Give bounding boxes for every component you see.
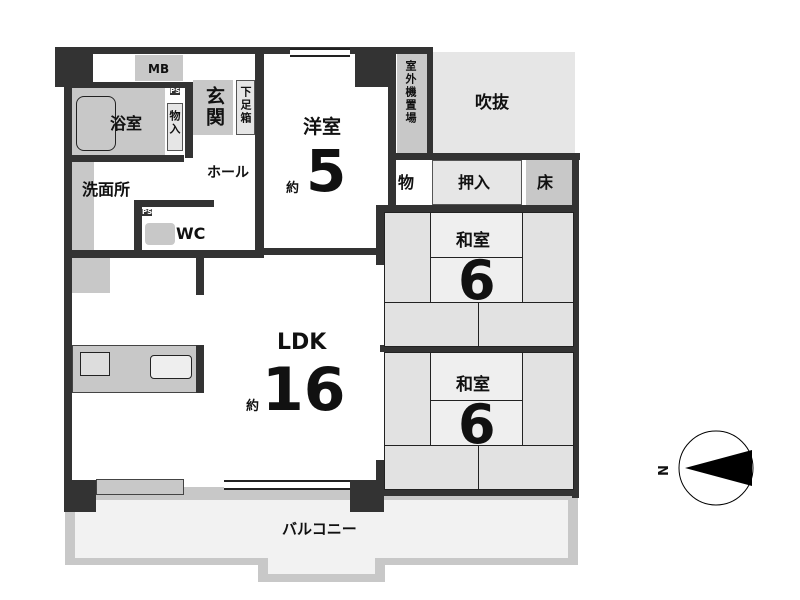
stove [80,352,110,376]
wall [64,155,184,162]
wall [55,47,93,87]
mb-room [135,55,183,81]
tatami [478,445,574,490]
wc-label: WC [176,224,206,243]
window [224,480,350,490]
wall [196,255,204,295]
closet [432,160,522,205]
wall [196,345,204,393]
hall-label: ホール [207,165,249,181]
ldk-size: 16 [262,355,346,425]
western-room-size-prefix: 約 [286,181,300,196]
shoe-box [236,80,255,135]
sink [150,355,192,379]
western-room-size: 5 [306,137,347,205]
wall [185,82,193,158]
wall [388,47,396,207]
wall [376,205,384,265]
tatami [478,302,574,347]
balcony-label: バルコニー [282,520,357,538]
north-label: N [653,465,669,476]
wall [395,153,580,160]
wall [380,488,579,496]
void-label: 吹抜 [475,93,509,113]
alcove-label: 床 [537,173,554,192]
tatami [430,400,524,447]
tatami [384,212,432,304]
tatami [522,352,574,447]
bathtub [76,96,116,151]
storage-label: 物 [398,173,415,192]
wall [376,460,384,490]
tatami [384,445,480,490]
wall [64,82,194,88]
tatami [384,352,432,447]
outdoor-unit-area [397,54,427,153]
window [290,48,350,57]
japanese-room-1-label: 和室 [456,231,490,251]
shoe-box-label: 下足箱 [239,86,252,125]
compass-arrow-icon [678,430,754,506]
wall [64,82,72,487]
closet-label: 押入 [458,173,491,192]
wall [380,345,579,352]
alcove [526,160,572,205]
japanese-room-2-label: 和室 [456,375,490,395]
balcony-floor [75,500,568,558]
wall [255,47,264,257]
ldk-size-prefix: 約 [246,399,260,414]
wall [376,205,579,212]
tatami [384,302,480,347]
mb-label: MB [148,62,170,76]
wall [134,200,142,255]
japanese-room-2-size: 6 [458,393,496,456]
wall [64,250,264,258]
japanese-room-1-size: 6 [458,249,496,312]
void-area [432,52,575,155]
wall [64,480,96,512]
entrance-label: 玄関 [203,86,225,128]
tatami [430,212,524,259]
ps-label: PS [142,208,153,216]
toilet [145,223,175,245]
entrance-room [193,80,233,135]
wall [427,47,433,157]
western-room-label: 洋室 [303,116,342,138]
wall [572,153,579,498]
storage-small-label: 物入 [168,110,181,136]
wall [350,480,384,512]
tatami [430,257,524,304]
refrigerator-space [72,258,110,293]
bath-label: 浴室 [110,114,143,133]
bath-room [72,88,165,155]
tatami [522,212,574,304]
wall [264,248,378,255]
window-storage [96,479,184,495]
wall [134,200,214,207]
outdoor-unit-label: 室外機置場 [404,60,417,125]
balcony-floor-bump [268,556,375,574]
washroom-fixtures [72,162,94,250]
storage-small-room [167,103,183,151]
ps-label: PS [170,87,181,95]
washroom-label: 洗面所 [82,180,131,199]
ldk-label: LDK [277,330,327,355]
